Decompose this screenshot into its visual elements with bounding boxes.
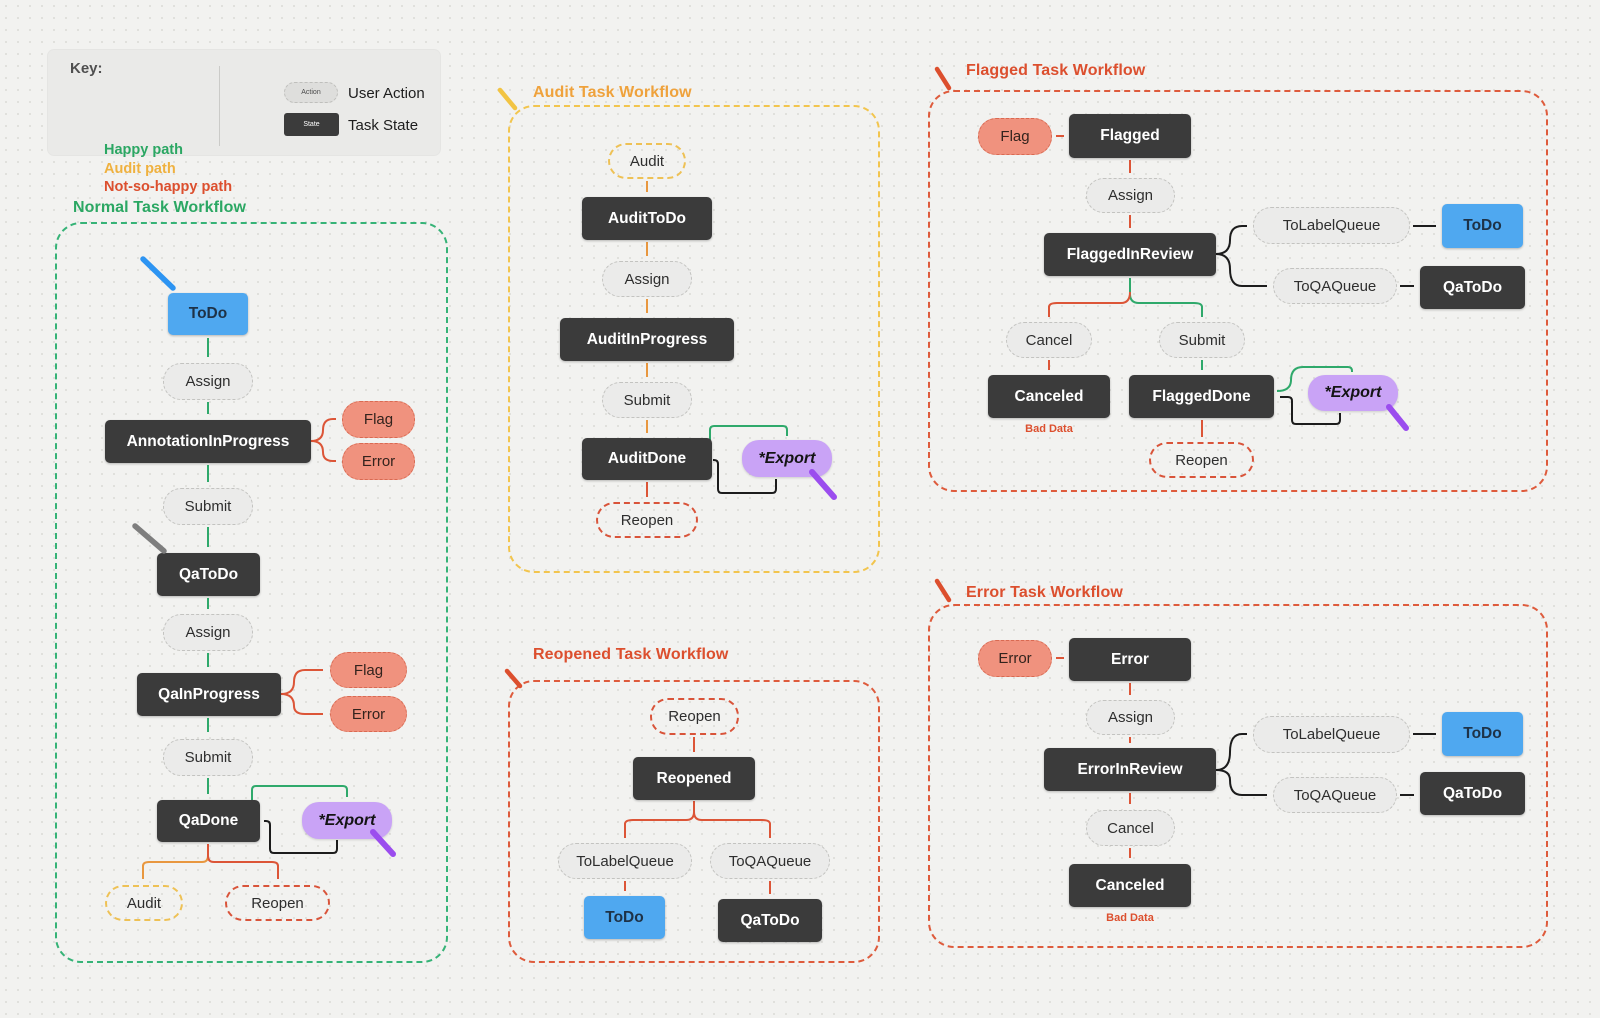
node-audit-assign[interactable]: Assign: [602, 261, 692, 297]
node-flagged-to-qa-queue[interactable]: ToQAQueue: [1273, 268, 1397, 304]
node-normal-qa-in-progress[interactable]: QaInProgress: [137, 673, 281, 716]
node-flagged-flagged-in-review[interactable]: FlaggedInReview: [1044, 233, 1216, 276]
node-reopened-reopened[interactable]: Reopened: [633, 757, 755, 800]
user-action-label: User Action: [348, 85, 425, 102]
cursor-arrow-yellow-audit[interactable]: [497, 87, 518, 111]
node-normal-export[interactable]: *Export: [302, 802, 392, 839]
node-flagged-flagged-done[interactable]: FlaggedDone: [1129, 375, 1274, 418]
node-flagged-todo[interactable]: ToDo: [1442, 204, 1523, 248]
node-reopened-todo[interactable]: ToDo: [584, 896, 665, 939]
task-state-sample-chip: State: [284, 113, 339, 136]
node-normal-error-1[interactable]: Error: [342, 443, 415, 480]
node-audit-reopen[interactable]: Reopen: [596, 502, 698, 538]
node-normal-annotation-in-progress[interactable]: AnnotationInProgress: [105, 420, 311, 463]
node-reopened-to-qa-queue[interactable]: ToQAQueue: [710, 843, 830, 879]
flagged-workflow-frame: [928, 90, 1548, 492]
audit-workflow-title: Audit Task Workflow: [533, 84, 692, 101]
legend-audit-path-label: Audit path: [104, 161, 176, 177]
node-flagged-assign[interactable]: Assign: [1086, 178, 1175, 213]
legend-key-box: Key: Happy path Audit path Not-so-happy …: [48, 50, 440, 195]
cursor-arrow-red-flagged[interactable]: [934, 66, 952, 91]
task-state-label: Task State: [348, 117, 419, 134]
node-reopened-qa-todo[interactable]: QaToDo: [718, 899, 822, 942]
node-normal-submit-2[interactable]: Submit: [163, 739, 253, 776]
node-normal-assign-2[interactable]: Assign: [163, 614, 253, 651]
node-error-error-in-review[interactable]: ErrorInReview: [1044, 748, 1216, 791]
user-action-sample-chip: Action: [284, 82, 338, 103]
audit-workflow-frame: [508, 105, 880, 573]
reopened-workflow-frame: [508, 680, 880, 963]
flagged-workflow-title: Flagged Task Workflow: [966, 62, 1146, 79]
node-reopened-to-label-queue[interactable]: ToLabelQueue: [558, 843, 692, 879]
error-workflow-frame: [928, 604, 1548, 948]
legend-not-so-happy-path-label: Not-so-happy path: [104, 179, 233, 195]
node-error-qa-todo[interactable]: QaToDo: [1420, 772, 1525, 815]
node-flagged-submit[interactable]: Submit: [1159, 322, 1245, 358]
node-audit-audit-todo[interactable]: AuditToDo: [582, 197, 712, 240]
node-error-to-qa-queue[interactable]: ToQAQueue: [1273, 777, 1397, 813]
node-audit-audit[interactable]: Audit: [608, 143, 686, 179]
node-error-todo[interactable]: ToDo: [1442, 712, 1523, 756]
node-flagged-reopen[interactable]: Reopen: [1149, 442, 1254, 478]
normal-workflow-frame: [55, 222, 448, 963]
node-normal-flag-1[interactable]: Flag: [342, 401, 415, 438]
node-error-error-state[interactable]: Error: [1069, 638, 1191, 681]
node-audit-audit-done[interactable]: AuditDone: [582, 438, 712, 480]
node-normal-flag-2[interactable]: Flag: [330, 652, 407, 688]
legend-divider: [219, 66, 220, 146]
node-error-canceled[interactable]: Canceled: [1069, 864, 1191, 907]
node-flagged-flagged[interactable]: Flagged: [1069, 114, 1191, 158]
node-normal-qa-todo[interactable]: QaToDo: [157, 553, 260, 596]
error-bad-data-label: Bad Data: [1106, 912, 1154, 924]
node-audit-export[interactable]: *Export: [742, 440, 832, 477]
node-normal-qa-done[interactable]: QaDone: [157, 800, 260, 842]
legend-happy-path-label: Happy path: [104, 142, 183, 158]
node-error-assign[interactable]: Assign: [1086, 700, 1175, 735]
node-error-cancel[interactable]: Cancel: [1086, 810, 1175, 846]
node-audit-audit-in-progress[interactable]: AuditInProgress: [560, 318, 734, 361]
node-reopened-reopen[interactable]: Reopen: [650, 698, 739, 735]
node-normal-reopen[interactable]: Reopen: [225, 885, 330, 921]
reopened-workflow-title: Reopened Task Workflow: [533, 646, 729, 663]
node-flagged-qa-todo[interactable]: QaToDo: [1420, 266, 1525, 309]
node-flagged-canceled[interactable]: Canceled: [988, 375, 1110, 418]
node-flagged-cancel[interactable]: Cancel: [1006, 322, 1092, 358]
node-normal-submit-1[interactable]: Submit: [163, 488, 253, 525]
normal-workflow-title: Normal Task Workflow: [73, 199, 246, 216]
cursor-arrow-red-error[interactable]: [934, 578, 952, 603]
node-flagged-export[interactable]: *Export: [1308, 375, 1398, 411]
node-flagged-flag[interactable]: Flag: [978, 118, 1052, 155]
node-normal-error-2[interactable]: Error: [330, 696, 407, 732]
node-flagged-to-label-queue[interactable]: ToLabelQueue: [1253, 207, 1410, 244]
legend-title: Key:: [70, 60, 103, 77]
error-workflow-title: Error Task Workflow: [966, 584, 1123, 601]
node-audit-submit[interactable]: Submit: [602, 382, 692, 418]
node-error-error-action[interactable]: Error: [978, 640, 1052, 677]
node-normal-audit[interactable]: Audit: [105, 885, 183, 921]
node-normal-todo[interactable]: ToDo: [168, 293, 248, 335]
node-error-to-label-queue[interactable]: ToLabelQueue: [1253, 716, 1410, 753]
flagged-bad-data-label: Bad Data: [1025, 423, 1073, 435]
node-normal-assign-1[interactable]: Assign: [163, 363, 253, 400]
